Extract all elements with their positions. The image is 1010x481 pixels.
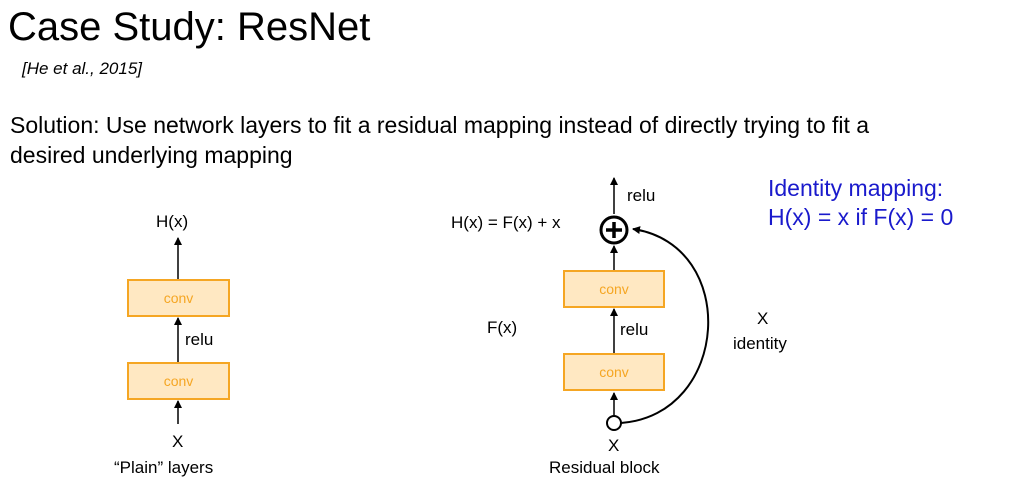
identity-note-line-2: H(x) = x if F(x) = 0 <box>768 204 954 230</box>
solution-text-line-2: desired underlying mapping <box>10 142 293 168</box>
residual-conv-top: conv <box>563 270 665 308</box>
residual-mid-relu-label: relu <box>620 320 649 339</box>
plain-caption: “Plain” layers <box>114 458 214 477</box>
plain-relu-label: relu <box>185 330 214 349</box>
sum-node <box>599 215 629 245</box>
solution-text-line-1: Solution: Use network layers to fit a re… <box>10 112 870 138</box>
skip-x-label: X <box>757 309 769 328</box>
plain-output-label: H(x) <box>156 212 189 231</box>
identity-note-line-1: Identity mapping: <box>768 175 944 201</box>
residual-conv-bottom: conv <box>563 353 665 391</box>
sum-equation-label: H(x) = F(x) + x <box>451 213 561 232</box>
residual-input-node <box>606 415 622 431</box>
plain-conv-bottom: conv <box>127 362 230 400</box>
skip-identity-label: identity <box>733 334 787 353</box>
residual-caption: Residual block <box>549 458 660 477</box>
residual-input-label: X <box>608 436 620 455</box>
identity-skip-arrow <box>620 226 710 424</box>
plain-input-label: X <box>172 432 184 451</box>
residual-top-relu-label: relu <box>627 186 656 205</box>
page-title: Case Study: ResNet <box>8 5 371 49</box>
plain-conv-top: conv <box>127 279 230 317</box>
fx-label: F(x) <box>487 318 518 337</box>
citation: [He et al., 2015] <box>22 59 143 78</box>
